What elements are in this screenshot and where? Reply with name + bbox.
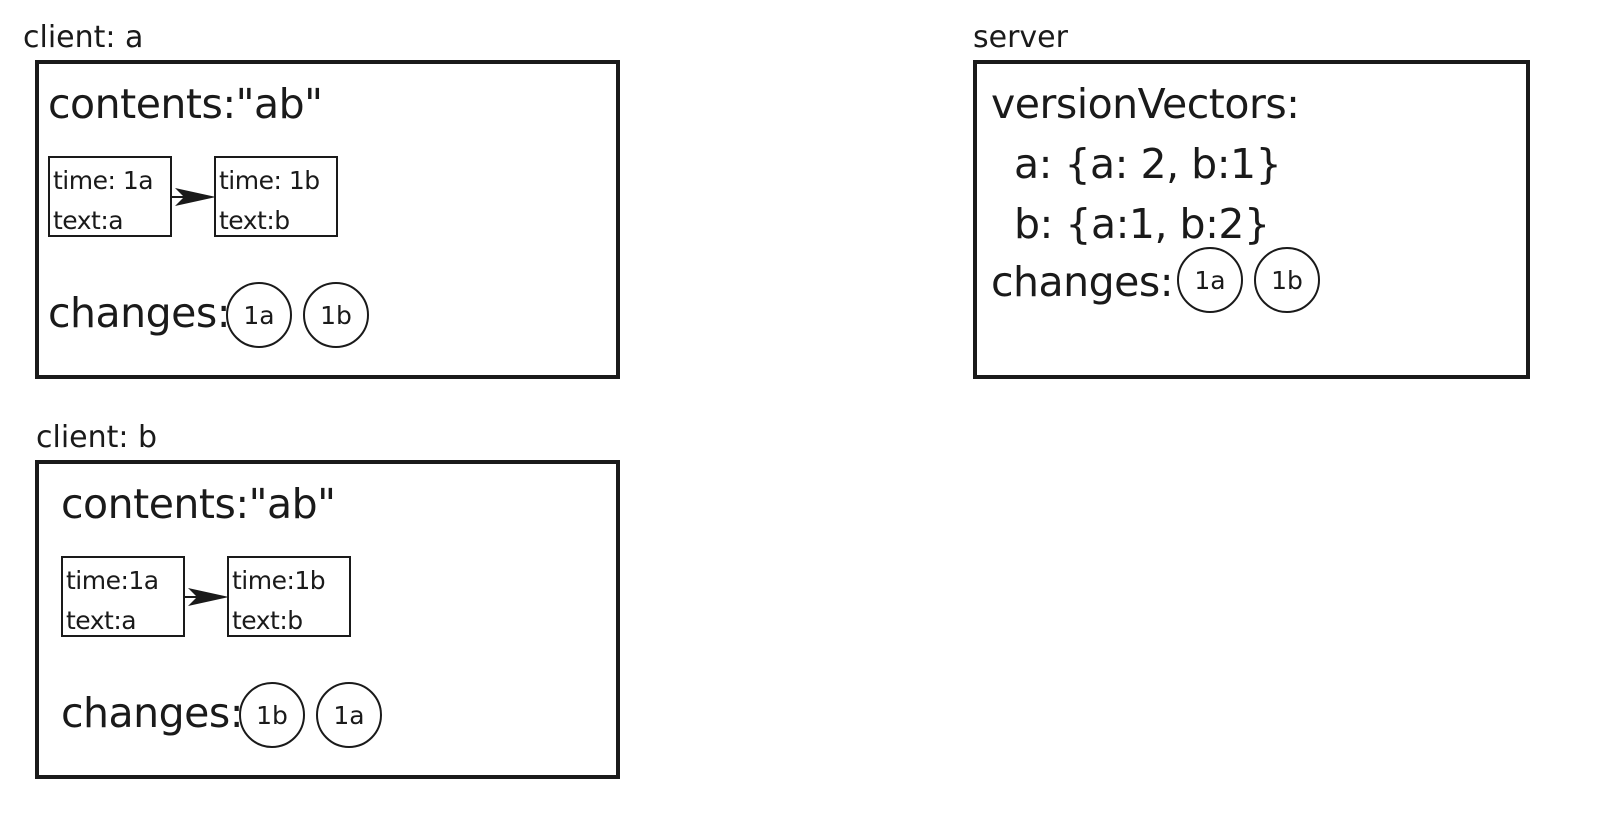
client-b-node-1a: time:1a text:a [61,556,185,637]
client-b-panel: contents:"ab" time:1a text:a time:1b tex… [35,460,620,779]
server-vector-b: b: {a:1, b:2} [1014,200,1270,248]
node-time: time:1b [232,566,326,595]
node-text: text:b [232,606,303,635]
server-vector-a: a: {a: 2, b:1} [1014,140,1282,188]
node-time: time: 1a [53,166,154,195]
client-b-title: client: b [36,420,158,455]
client-a-panel: contents:"ab" time: 1a text:a time: 1b t… [35,60,620,379]
node-text: text:a [53,206,124,235]
client-a-link-arrow [172,188,216,206]
server-panel: versionVectors: a: {a: 2, b:1} b: {a:1, … [973,60,1530,379]
server-change-circle: 1b [1254,247,1320,313]
client-a-contents: contents:"ab" [48,80,323,128]
server-title: server [973,20,1068,55]
client-a-node-1b: time: 1b text:b [214,156,338,237]
client-b-change-circle: 1b [239,682,305,748]
client-b-changes-label: changes: [61,689,244,737]
node-time: time:1a [66,566,159,595]
client-a-change-circle: 1a [226,282,292,348]
server-version-vectors-label: versionVectors: [991,80,1300,128]
client-a-changes-label: changes: [48,289,231,337]
client-b-contents: contents:"ab" [61,480,336,528]
server-changes-label: changes: [991,258,1174,306]
client-a-title: client: a [23,20,144,55]
client-b-change-circle: 1a [316,682,382,748]
node-text: text:a [66,606,137,635]
server-change-circle: 1a [1177,247,1243,313]
client-a-change-circle: 1b [303,282,369,348]
client-b-node-1b: time:1b text:b [227,556,351,637]
client-b-link-arrow [185,588,229,606]
node-text: text:b [219,206,290,235]
client-a-node-1a: time: 1a text:a [48,156,172,237]
node-time: time: 1b [219,166,320,195]
